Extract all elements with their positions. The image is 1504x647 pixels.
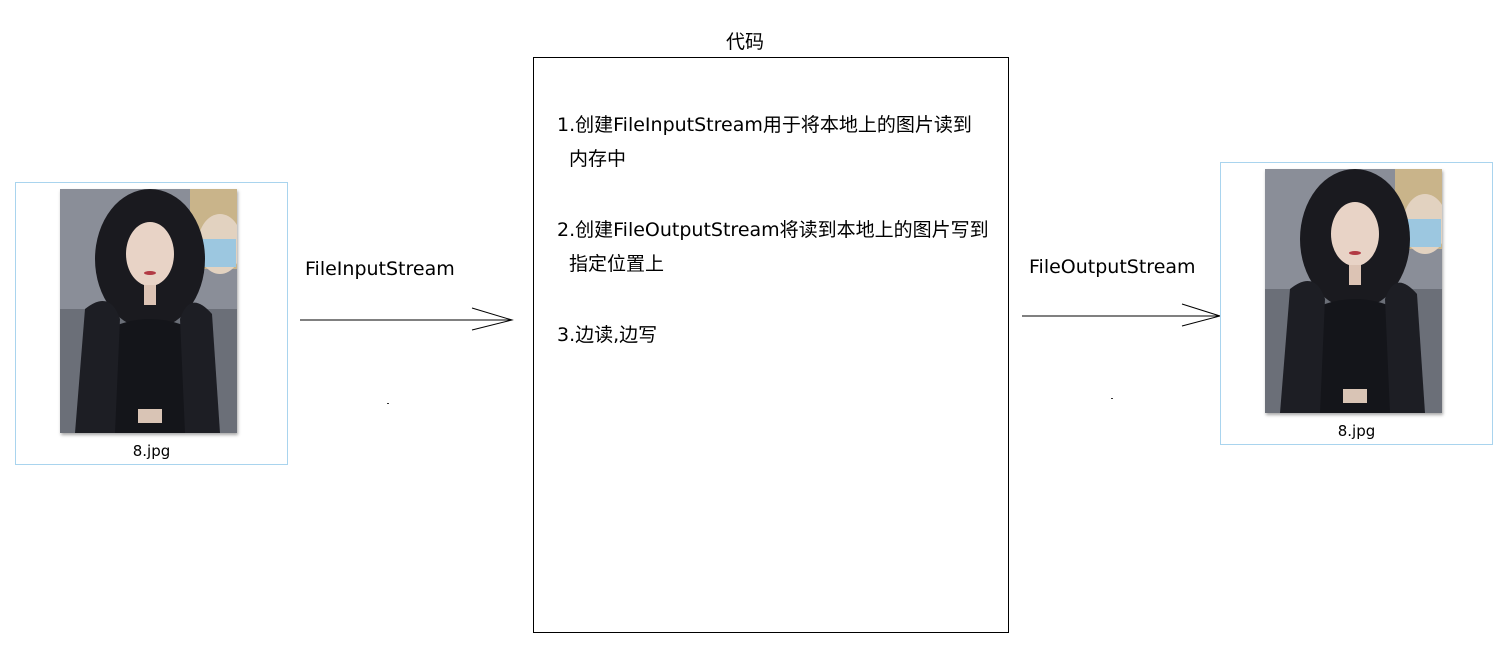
step-3-line-1: 3.边读,边写: [557, 324, 658, 346]
step-2-line-2: 指定位置上: [569, 253, 665, 275]
stray-dot: [1111, 398, 1113, 399]
input-arrow: [300, 307, 514, 331]
target-file-item[interactable]: 8.jpg: [1220, 162, 1493, 445]
output-arrow: [1022, 303, 1222, 327]
source-file-item[interactable]: 8.jpg: [15, 182, 288, 465]
step-1: 1.创建FileInputStream用于将本地上的图片读到 内存中: [557, 108, 1007, 176]
source-file-thumbnail: [60, 189, 237, 433]
stray-dot: [387, 403, 389, 404]
step-1-line-1: 1.创建FileInputStream用于将本地上的图片读到: [557, 114, 972, 136]
target-file-name: 8.jpg: [1337, 422, 1376, 440]
code-title: 代码: [725, 31, 764, 53]
step-2-line-1: 2.创建FileOutputStream将读到本地上的图片写到: [557, 219, 989, 241]
output-stream-label: FileOutputStream: [1029, 256, 1196, 278]
step-1-line-2: 内存中: [569, 148, 627, 170]
source-file-name: 8.jpg: [132, 442, 171, 460]
target-file-thumbnail: [1265, 169, 1442, 413]
step-3: 3.边读,边写: [557, 318, 1007, 352]
code-box: 1.创建FileInputStream用于将本地上的图片读到 内存中 2.创建F…: [533, 57, 1009, 633]
step-2: 2.创建FileOutputStream将读到本地上的图片写到 指定位置上: [557, 213, 1007, 281]
input-stream-label: FileInputStream: [305, 258, 455, 280]
